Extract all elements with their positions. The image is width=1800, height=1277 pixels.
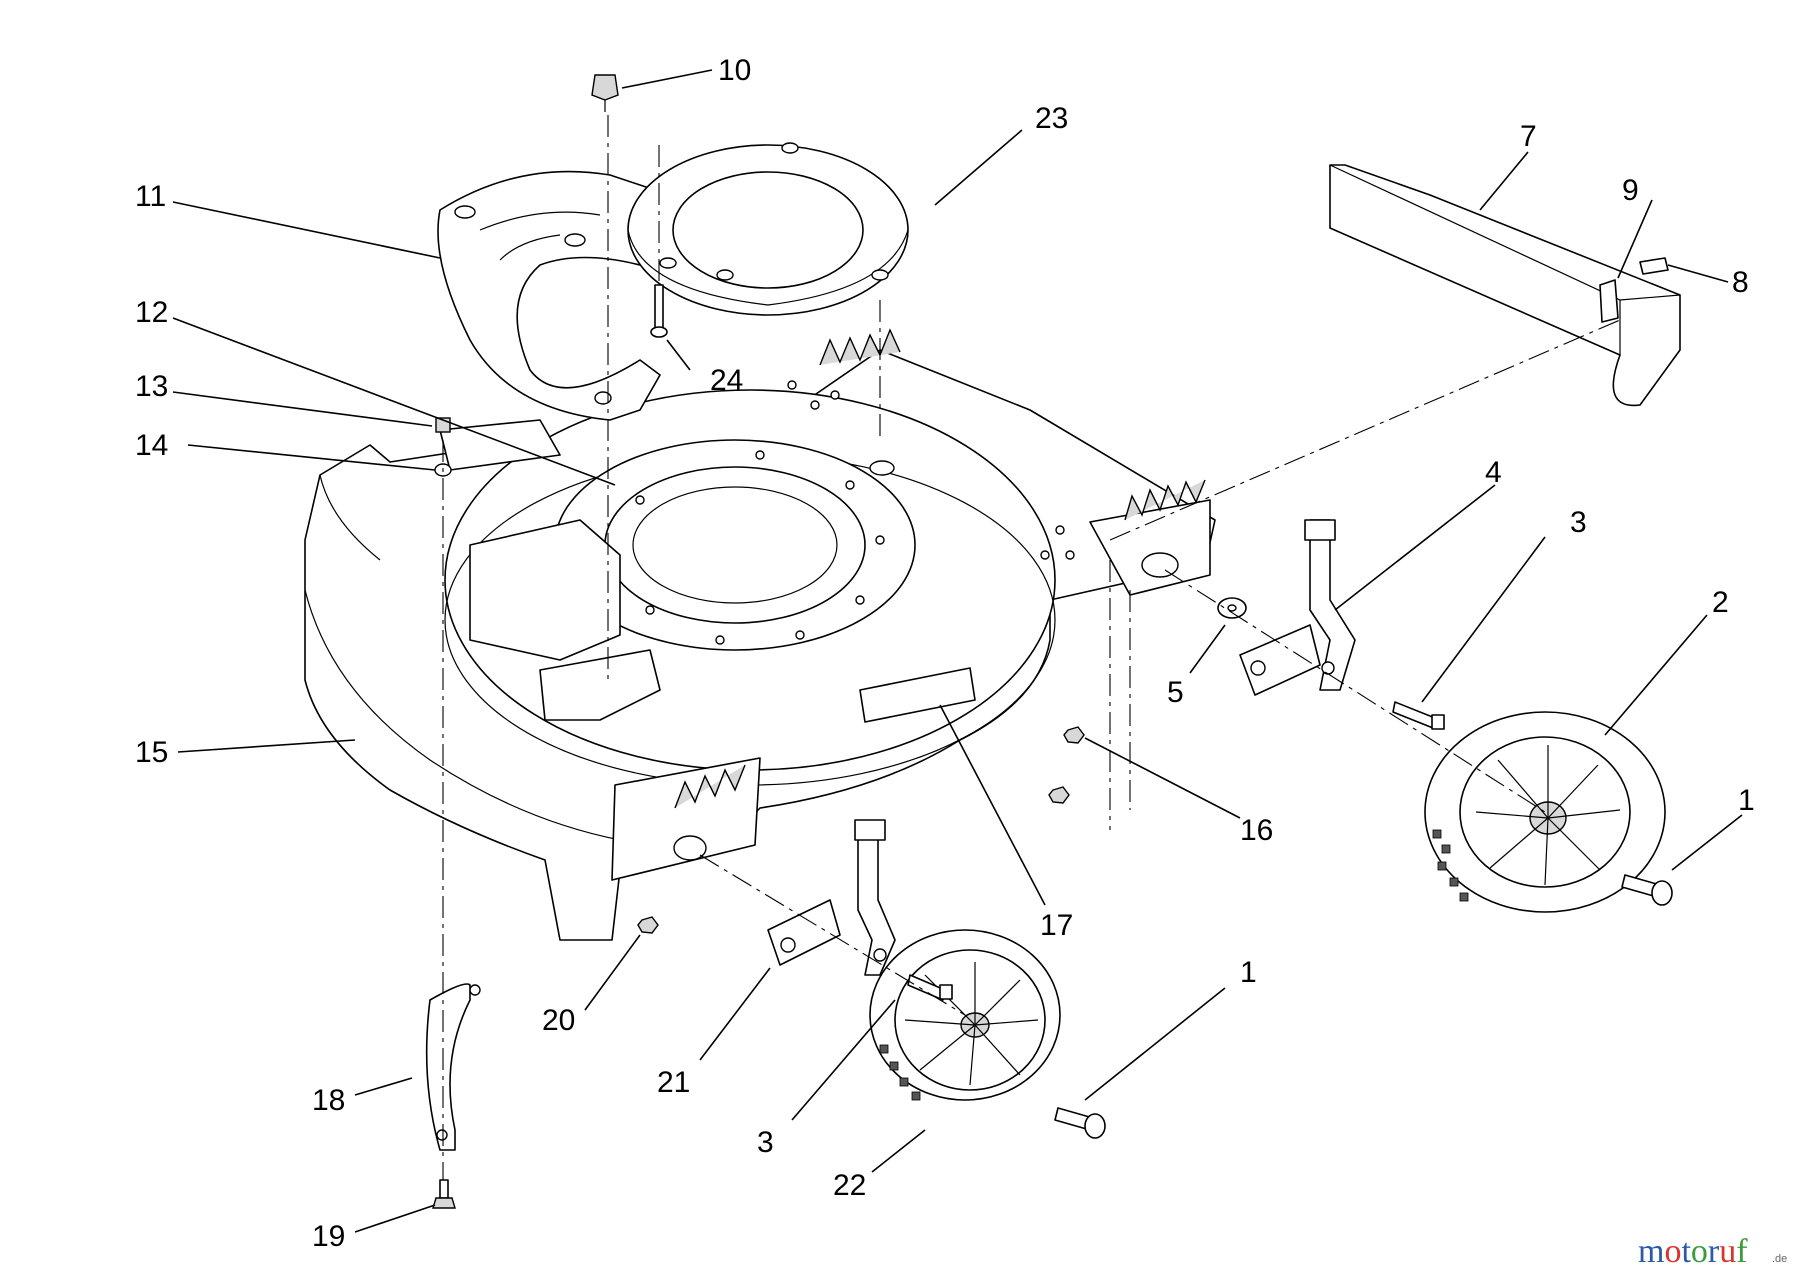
fasteners <box>432 74 1673 1209</box>
wheel-22-tread <box>879 1044 921 1101</box>
decal-17 <box>859 667 976 723</box>
watermark-logo: motoruf .de <box>1638 1233 1787 1270</box>
leader-lines <box>172 69 1743 1233</box>
callout-17: 17 <box>1040 909 1073 942</box>
bracket-9 <box>1599 279 1619 323</box>
callout-10: 10 <box>718 54 751 87</box>
callout-3a: 3 <box>1570 506 1587 539</box>
callout-8: 8 <box>1732 266 1749 299</box>
watermark-m: m <box>1638 1233 1664 1270</box>
motor-ring-holes <box>595 450 885 645</box>
callout-11: 11 <box>135 180 166 213</box>
callout-4: 4 <box>1485 456 1502 489</box>
callout-15: 15 <box>135 736 168 769</box>
watermark-u: u <box>1719 1233 1736 1270</box>
chute-7 <box>1329 164 1681 407</box>
wheel-2 <box>1424 711 1666 913</box>
callout-1b: 1 <box>1240 956 1257 989</box>
rear-adjuster-teeth <box>674 328 1206 809</box>
callout-13: 13 <box>135 370 168 403</box>
callout-24: 24 <box>710 364 743 397</box>
callout-5: 5 <box>1167 676 1184 709</box>
watermark-t: t <box>1681 1233 1691 1270</box>
assembly-lines <box>442 115 1621 1180</box>
height-adjuster-4 <box>1239 519 1356 696</box>
callout-16: 16 <box>1240 814 1273 847</box>
callout-19: 19 <box>312 1220 345 1253</box>
callout-3b: 3 <box>757 1126 774 1159</box>
callout-14: 14 <box>135 429 168 462</box>
watermark-o1: o <box>1664 1233 1681 1270</box>
callout-7: 7 <box>1520 120 1537 153</box>
svg-text:motoruf: motoruf <box>1638 1233 1748 1270</box>
callout-21: 21 <box>657 1066 690 1099</box>
baffle-11 <box>437 170 661 421</box>
callout-12: 12 <box>135 296 168 329</box>
height-adjuster-21 <box>767 819 896 976</box>
mower-deck <box>304 328 1216 941</box>
motor-cover-23 <box>627 142 909 316</box>
watermark-o2: o <box>1691 1233 1708 1270</box>
watermark-f: f <box>1736 1233 1748 1270</box>
strap-18 <box>425 983 481 1151</box>
callout-9: 9 <box>1622 174 1639 207</box>
watermark-r: r <box>1708 1233 1720 1270</box>
callout-18: 18 <box>312 1084 345 1117</box>
callout-2: 2 <box>1712 586 1729 619</box>
callout-20: 20 <box>542 1004 575 1037</box>
callout-23: 23 <box>1035 102 1068 135</box>
callouts: 10 11 23 7 9 8 12 24 13 14 4 3 2 5 15 1 … <box>135 54 1755 1253</box>
wheel-2-tread <box>1432 829 1469 902</box>
callout-22: 22 <box>833 1169 866 1202</box>
watermark-suffix: .de <box>1772 1253 1787 1265</box>
callout-1a: 1 <box>1738 784 1755 817</box>
